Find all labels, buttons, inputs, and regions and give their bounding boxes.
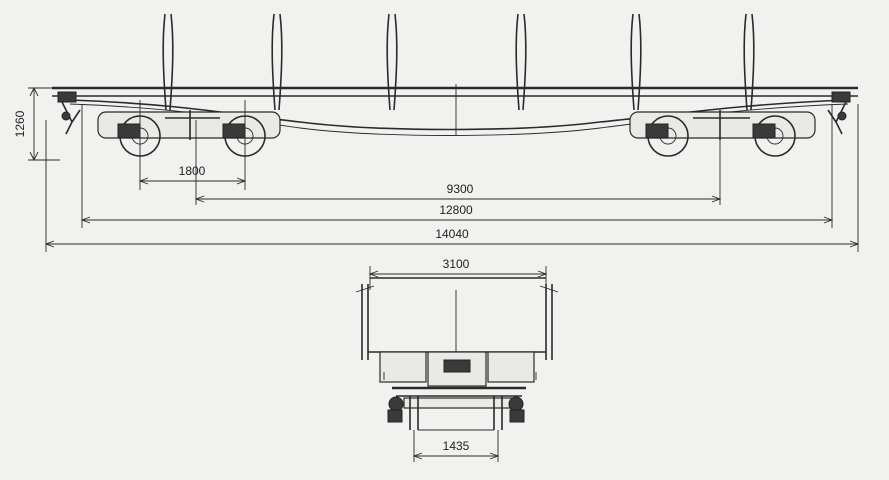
dim-track-gauge: 1435: [443, 439, 470, 453]
left-coupler: [57, 91, 81, 135]
dim-body-width: 3100: [443, 257, 470, 271]
dim-bogie-wheelbase: 1800: [179, 164, 206, 178]
dim-overall-length: 14040: [435, 227, 469, 241]
stakes: [162, 13, 755, 111]
right-bogie: [629, 110, 816, 205]
side-view: [52, 13, 858, 205]
dim-frame-length: 12800: [439, 203, 473, 217]
dim-bogie-centers: 9300: [447, 182, 474, 196]
left-bogie: [97, 100, 281, 190]
end-axle-boxes: [387, 396, 525, 423]
side-dimensions: 1260 1800 9300 12800 14040: [13, 86, 860, 252]
dim-height: 1260: [13, 110, 27, 137]
end-view: 3100 1435: [355, 257, 559, 462]
right-coupler: [827, 91, 851, 135]
